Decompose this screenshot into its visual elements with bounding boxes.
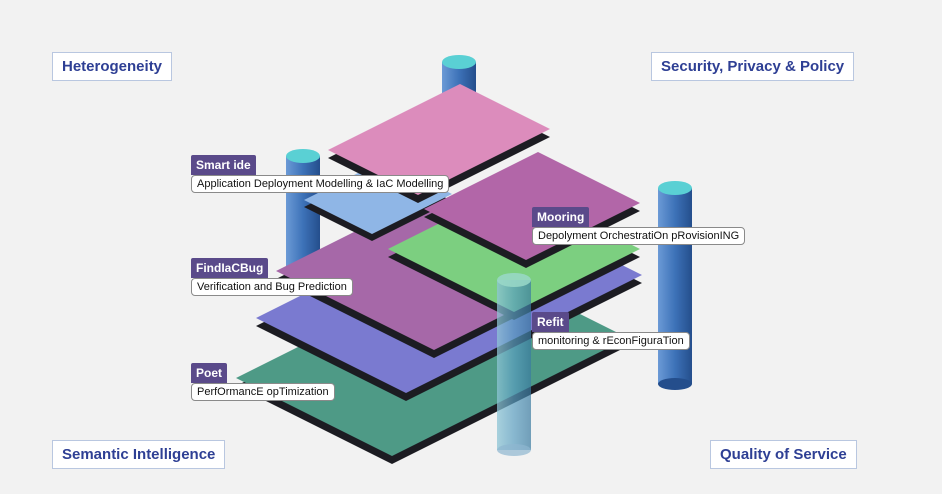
tool-desc-smart-ide: Application Deployment Modelling & IaC M… (191, 175, 450, 193)
tool-tag-smart-ide: Smart ide (191, 155, 256, 175)
label-heterogeneity: Heterogeneity (52, 52, 173, 81)
pillar-right (658, 181, 692, 390)
label-quality-of-service: Quality of Service (710, 440, 857, 469)
label-security-privacy-policy: Security, Privacy & Policy (651, 52, 855, 81)
tool-desc-refit: monitoring & rEconFiguraTion (532, 332, 690, 350)
tool-tag-refit: Refit (532, 312, 569, 332)
tool-desc-mooring: Depolyment OrchestratiOn pRovisionING (532, 227, 746, 245)
tool-tag-mooring: Mooring (532, 207, 590, 227)
tool-tag-findiacbug: FindIaCBug (191, 258, 269, 278)
tool-tag-poet: Poet (191, 363, 228, 383)
tool-desc-poet: PerfOrmancE opTimization (191, 383, 335, 401)
tool-desc-findiacbug: Verification and Bug Prediction (191, 278, 353, 296)
pillar-front-center (497, 273, 531, 456)
label-semantic-intelligence: Semantic Intelligence (52, 440, 226, 469)
